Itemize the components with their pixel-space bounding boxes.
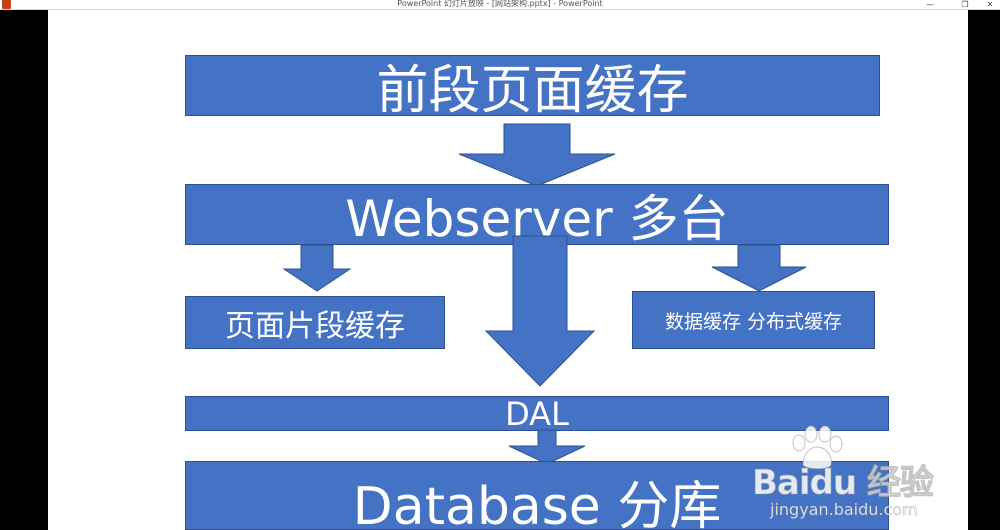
- box-database-label: Database 分库: [352, 477, 722, 530]
- baidu-jingyan-watermark: Baidu 经验 jingyan.baidu.com: [712, 425, 934, 525]
- slide[interactable]: 前段页面缓存 Webserver 多台 页面片段缓存 数据缓存 分布式缓存: [48, 10, 968, 530]
- slideshow-area[interactable]: 前段页面缓存 Webserver 多台 页面片段缓存 数据缓存 分布式缓存: [0, 10, 1000, 530]
- window-title: PowerPoint 幻灯片放映 - [网站架构.pptx] - PowerPo…: [397, 0, 603, 8]
- box-distributed-cache-label: 数据缓存 分布式缓存: [664, 310, 843, 333]
- box-page-fragment-cache-label: 页面片段缓存: [225, 308, 405, 344]
- down-arrow-icon: [711, 244, 807, 292]
- box-webserver: Webserver 多台: [185, 184, 889, 245]
- baidu-paw-icon: [792, 425, 843, 470]
- close-button[interactable]: ✕: [986, 0, 994, 9]
- box-database: Database 分库: [185, 461, 889, 530]
- box-dal: DAL: [185, 396, 889, 431]
- down-arrow-icon: [484, 235, 596, 387]
- watermark-url-text: jingyan.baidu.com: [770, 500, 918, 520]
- restore-button[interactable]: ❐: [961, 0, 969, 9]
- box-page-fragment-cache: 页面片段缓存: [185, 296, 445, 349]
- minimize-button[interactable]: —: [926, 0, 934, 9]
- title-bar: PowerPoint 幻灯片放映 - [网站架构.pptx] - PowerPo…: [0, 0, 1000, 10]
- box-dal-label: DAL: [505, 396, 569, 431]
- down-arrow-icon: [282, 244, 352, 292]
- watermark-brand-text: Baidu 经验: [752, 463, 935, 504]
- box-webserver-label: Webserver 多台: [345, 189, 729, 245]
- box-frontend-page-cache-label: 前段页面缓存: [376, 61, 689, 116]
- down-arrow-icon: [458, 123, 616, 187]
- down-arrow-icon: [508, 429, 586, 465]
- powerpoint-app-icon: [2, 0, 11, 9]
- box-frontend-page-cache: 前段页面缓存: [185, 55, 880, 116]
- box-distributed-cache: 数据缓存 分布式缓存: [632, 291, 875, 349]
